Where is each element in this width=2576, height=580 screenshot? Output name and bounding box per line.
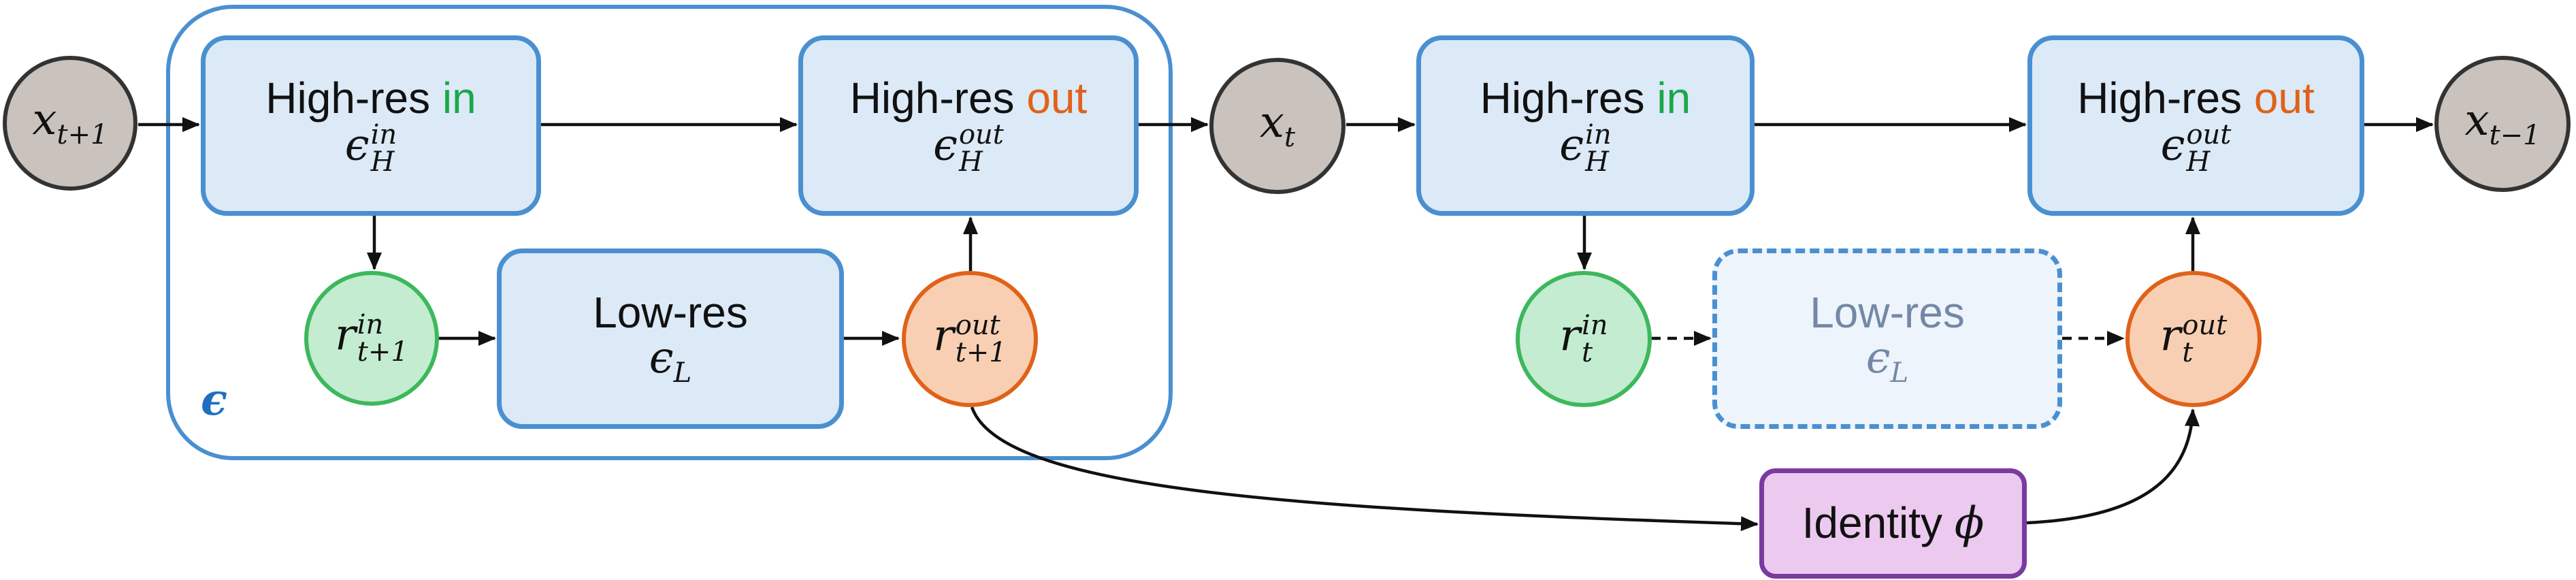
hr-out-2-sym: ϵ	[2160, 120, 2185, 171]
r-out-1-sup: out	[955, 310, 1000, 341]
hr-in-2-sym: ϵ	[1559, 120, 1584, 171]
r-out-2-sup: out	[2182, 310, 2228, 341]
low-res-box-1: Low-res ϵL	[497, 248, 844, 429]
r-out-2-base: r	[2159, 310, 2181, 361]
state-x-t-minus-1: xt−1	[2434, 56, 2571, 192]
r-in-2-sub: t	[1582, 337, 1593, 368]
hr-in-1-sub: H	[370, 146, 395, 178]
identity-sym: ϕ	[1954, 498, 1985, 549]
x-tp1-base: x	[32, 95, 57, 145]
hr-in-1-accent: in	[442, 73, 476, 123]
hr-in-1-sup: in	[370, 119, 397, 151]
low-res-box-2-skipped: Low-res ϵL	[1712, 248, 2062, 429]
state-x-t: xt	[1209, 58, 1346, 194]
hr-out-2-sup: out	[2186, 119, 2232, 151]
hr-in-2-accent: in	[1657, 73, 1691, 123]
hr-in-1-sym: ϵ	[344, 120, 370, 171]
r-out-2-sub: t	[2182, 337, 2194, 368]
r-in-1-base: r	[335, 310, 356, 361]
identity-word: Identity	[1801, 498, 1955, 547]
r-in-2-sup: in	[1582, 310, 1608, 341]
epsilon-group-label: ϵ	[201, 374, 227, 425]
arrow-identity-to-rout2	[2026, 408, 2200, 525]
epsilon-group-outline	[166, 5, 1173, 460]
hr-in-1-word: High-res	[265, 73, 442, 123]
hr-out-2-sub: H	[2186, 146, 2211, 178]
hr-out-1-word: High-res	[849, 73, 1027, 123]
r-out-1-sub: t+1	[955, 337, 1007, 368]
hr-in-2-sub: H	[1585, 146, 1610, 178]
r-in-1-sub: t+1	[357, 336, 408, 368]
lr-2-sub: L	[1890, 357, 1909, 389]
state-x-t-plus-1: xt+1	[3, 56, 137, 191]
hr-out-1-sym: ϵ	[933, 120, 958, 171]
x-t-base: x	[1259, 97, 1284, 148]
x-t-sub: t	[1284, 122, 1296, 153]
x-tp1-sub: t+1	[56, 119, 108, 150]
hr-out-1-accent: out	[1026, 73, 1088, 123]
arrow-rout1-to-identity	[970, 406, 1759, 532]
lr-1-sym: ϵ	[649, 333, 674, 384]
lr-1-sub: L	[673, 357, 692, 389]
lr-2-sym: ϵ	[1865, 333, 1891, 384]
identity-phi-box: Identity ϕ	[1759, 468, 2027, 579]
x-tm1-base: x	[2464, 95, 2490, 146]
r-in-2-base: r	[1559, 310, 1581, 361]
hr-in-2-word: High-res	[1480, 73, 1657, 123]
hr-out-1-sub: H	[958, 146, 983, 178]
hr-in-2-sup: in	[1585, 119, 1612, 151]
hr-out-1-sup: out	[958, 119, 1004, 151]
lr-2-word: Low-res	[1810, 287, 1965, 337]
r-out-1-base: r	[933, 310, 954, 361]
hr-out-2-word: High-res	[2077, 73, 2254, 123]
r-in-1-sup: in	[357, 309, 384, 340]
x-tm1-sub: t−1	[2489, 120, 2541, 151]
hr-out-2-accent: out	[2253, 73, 2315, 123]
lr-1-word: Low-res	[593, 287, 748, 337]
